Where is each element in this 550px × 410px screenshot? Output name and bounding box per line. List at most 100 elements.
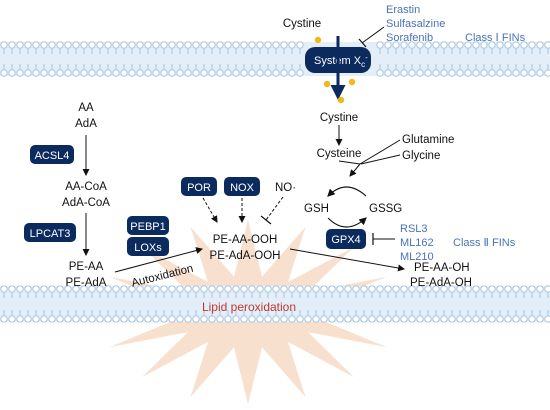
class-1-inhibition-bar: [358, 38, 367, 48]
cystine-extracellular: Cystine: [283, 18, 321, 30]
lipid-head: [280, 315, 288, 323]
lipid-head: [456, 41, 464, 49]
lipid-head: [416, 41, 424, 49]
lipid-head: [496, 41, 504, 49]
lipid-head: [152, 285, 160, 293]
lipid-head: [384, 315, 392, 323]
cysteine-merge-line: [338, 160, 361, 165]
gpx4-label: GPX4: [331, 234, 360, 246]
lipid-head: [144, 285, 152, 293]
lipid-head: [0, 285, 8, 293]
lipid-head: [208, 285, 216, 293]
lipid-head: [0, 69, 8, 77]
lipid-head: [544, 41, 550, 49]
gpx4-box: [326, 229, 366, 249]
gsh-label: GSH: [304, 203, 329, 215]
lipid-head: [72, 285, 80, 293]
product-pe-ada-oh: PE-AdA-OH: [410, 277, 472, 289]
lipid-head: [360, 285, 368, 293]
lipid-head: [192, 285, 200, 293]
lipid-head: [280, 41, 288, 49]
lipid-head: [464, 315, 472, 323]
lipid-head: [488, 41, 496, 49]
lipid-head: [336, 315, 344, 323]
lipid-head: [40, 69, 48, 77]
lipid-head: [328, 315, 336, 323]
lipid-head: [0, 41, 8, 49]
pe-ada-ooh-label: PE-AdA-OOH: [210, 250, 281, 262]
lipid-head: [56, 41, 64, 49]
lipid-head: [312, 285, 320, 293]
lipid-head: [384, 69, 392, 77]
lipid-head: [344, 315, 352, 323]
lipid-head: [384, 41, 392, 49]
lipid-head: [8, 41, 16, 49]
lipid-head: [424, 69, 432, 77]
lipid-head: [520, 41, 528, 49]
pe-aa-ooh-label: PE-AA-OOH: [213, 234, 278, 246]
lipid-head: [32, 41, 40, 49]
glycine-merge-line: [360, 154, 401, 165]
lipid-head: [208, 41, 216, 49]
lipid-head: [288, 285, 296, 293]
lipid-head: [432, 315, 440, 323]
lipid-head: [104, 69, 112, 77]
lipid-head: [88, 315, 96, 323]
lipid-head: [80, 315, 88, 323]
lipid-head: [88, 285, 96, 293]
lipid-head: [248, 285, 256, 293]
lipid-head: [256, 315, 264, 323]
lipid-head: [528, 315, 536, 323]
lipid-head: [448, 315, 456, 323]
lipid-head: [208, 315, 216, 323]
lipid-head: [488, 315, 496, 323]
lipid-head: [80, 69, 88, 77]
lipid-head: [200, 315, 208, 323]
lipid-head: [144, 69, 152, 77]
lipid-head: [488, 285, 496, 293]
lipid-head: [64, 69, 72, 77]
lipid-head: [56, 69, 64, 77]
gssg-label: GSSG: [369, 203, 402, 215]
lipid-head: [232, 69, 240, 77]
pe-to-peroxide-arrow: [114, 247, 204, 273]
lipid-head: [72, 315, 80, 323]
lipid-head: [176, 41, 184, 49]
lipid-head: [272, 69, 280, 77]
lipid-head: [368, 315, 376, 323]
lipid-head: [400, 41, 408, 49]
lipid-head: [424, 41, 432, 49]
lipid-head: [16, 41, 24, 49]
lipid-head: [88, 69, 96, 77]
lipid-head: [264, 69, 272, 77]
nox-box: [224, 177, 260, 196]
lipid-head: [408, 69, 416, 77]
lipid-head: [0, 315, 8, 323]
lipid-head: [392, 315, 400, 323]
inhibitor-ml210: ML210: [400, 251, 434, 263]
lipid-head: [272, 315, 280, 323]
peroxide-to-alcohol-arrow: [289, 248, 406, 272]
aa-label: AA: [78, 102, 94, 114]
lipid-head: [376, 69, 384, 77]
lipid-head: [480, 285, 488, 293]
pebp1-box: [127, 216, 169, 235]
lipid-head: [416, 69, 424, 77]
lipid-head: [128, 285, 136, 293]
lipid-head: [280, 69, 288, 77]
lipid-head: [440, 41, 448, 49]
lipid-head: [256, 285, 264, 293]
lipid-head: [520, 315, 528, 323]
lipid-head: [296, 285, 304, 293]
lipid-head: [392, 285, 400, 293]
lipid-head: [416, 285, 424, 293]
product-pe-aa-oh: PE-AA-OH: [414, 262, 470, 274]
lipid-head: [408, 285, 416, 293]
lipid-head: [352, 315, 360, 323]
lipid-head: [8, 315, 16, 323]
lipid-head: [472, 69, 480, 77]
lipid-head: [376, 41, 384, 49]
lipid-head: [96, 69, 104, 77]
lipid-head: [496, 285, 504, 293]
